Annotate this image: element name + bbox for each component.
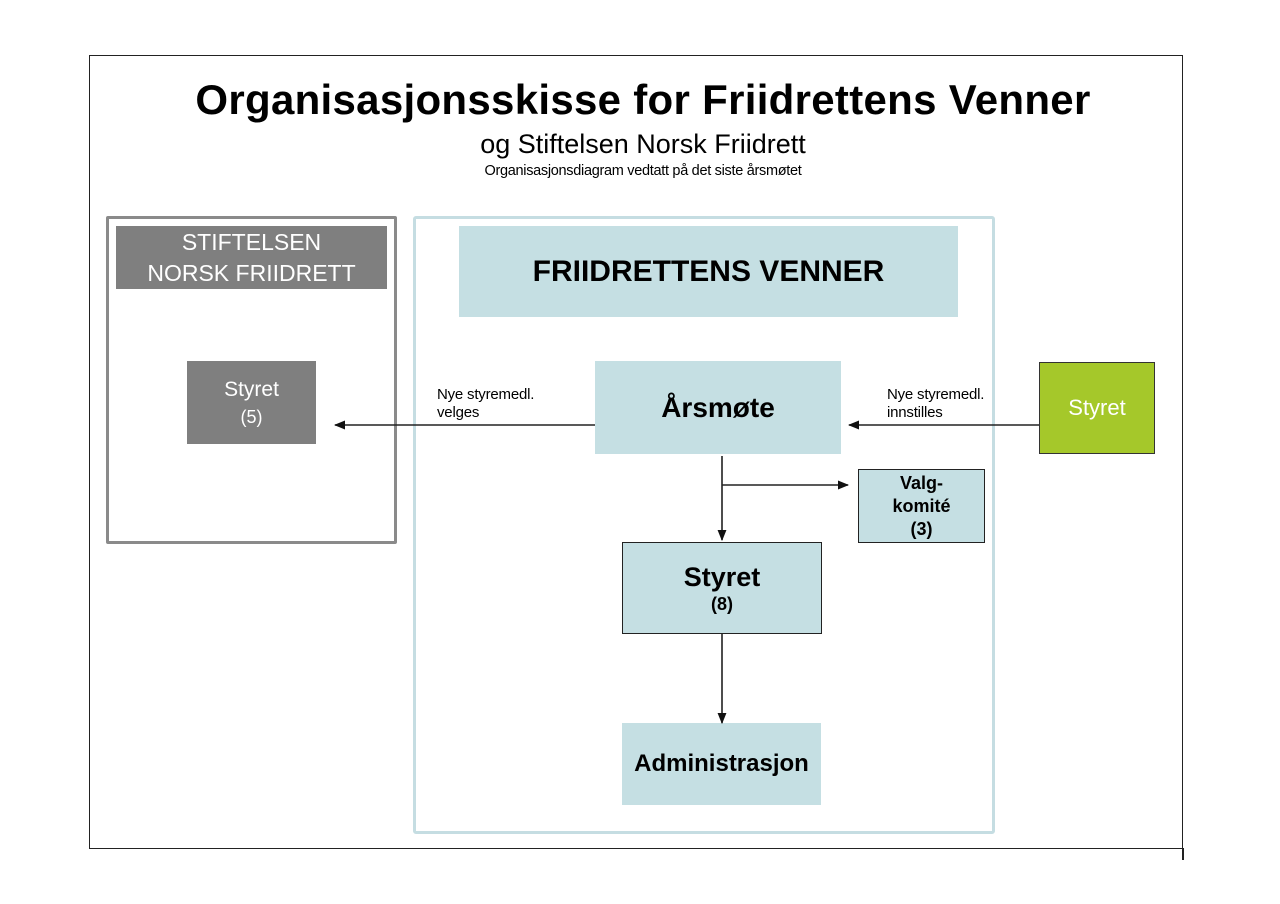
page-frame xyxy=(89,55,1183,849)
page-title: Organisasjonsskisse for Friidrettens Ven… xyxy=(195,76,1091,123)
page-caption: Organisasjonsdiagram vedtatt på det sist… xyxy=(484,163,802,179)
stiftelsen-styret-node: Styret (5) xyxy=(187,361,316,444)
valgkomite-node: Valg- komité (3) xyxy=(858,469,985,543)
arsmote-node: Årsmøte xyxy=(595,361,841,454)
frame-tick xyxy=(1182,848,1184,860)
stiftelsen-header-line2: NORSK FRIIDRETT xyxy=(147,259,356,286)
stiftelsen-header: STIFTELSEN NORSK FRIIDRETT xyxy=(116,226,387,289)
stiftelsen-styret-label: Styret xyxy=(224,377,279,401)
administrasjon-node: Administrasjon xyxy=(622,723,821,805)
fv-styret-label: Styret xyxy=(683,562,761,592)
connector-label-velges-line1: Nye styremedl. xyxy=(437,386,535,403)
valgkomite-label-line1: Valg- xyxy=(899,472,943,493)
fv-styret-count: (8) xyxy=(711,594,733,614)
administrasjon-label: Administrasjon xyxy=(634,750,809,777)
external-styret-node: Styret xyxy=(1039,362,1155,454)
stiftelsen-styret-count: (5) xyxy=(240,406,263,427)
connector-label-innstilles-line1: Nye styremedl. xyxy=(887,386,985,403)
valgkomite-count: (3) xyxy=(910,518,933,539)
connector-label-velges-line2: velges xyxy=(437,404,480,421)
arsmote-label: Årsmøte xyxy=(661,391,775,423)
friidrettens-venner-container xyxy=(413,216,995,834)
connector-label-innstilles-line2: innstilles xyxy=(887,404,943,421)
valgkomite-label-line2: komité xyxy=(892,495,951,516)
external-styret-label: Styret xyxy=(1068,395,1126,420)
fv-styret-node: Styret (8) xyxy=(622,542,822,634)
connector-label-velges: Nye styremedl. velges xyxy=(437,386,534,422)
stiftelsen-header-line1: STIFTELSEN xyxy=(181,228,322,255)
connector-label-innstilles: Nye styremedl. innstilles xyxy=(887,386,984,422)
stiftelsen-container xyxy=(106,216,397,544)
page-subtitle: og Stiftelsen Norsk Friidrett xyxy=(480,129,806,159)
friidrettens-venner-header: FRIIDRETTENS VENNER xyxy=(459,226,958,317)
